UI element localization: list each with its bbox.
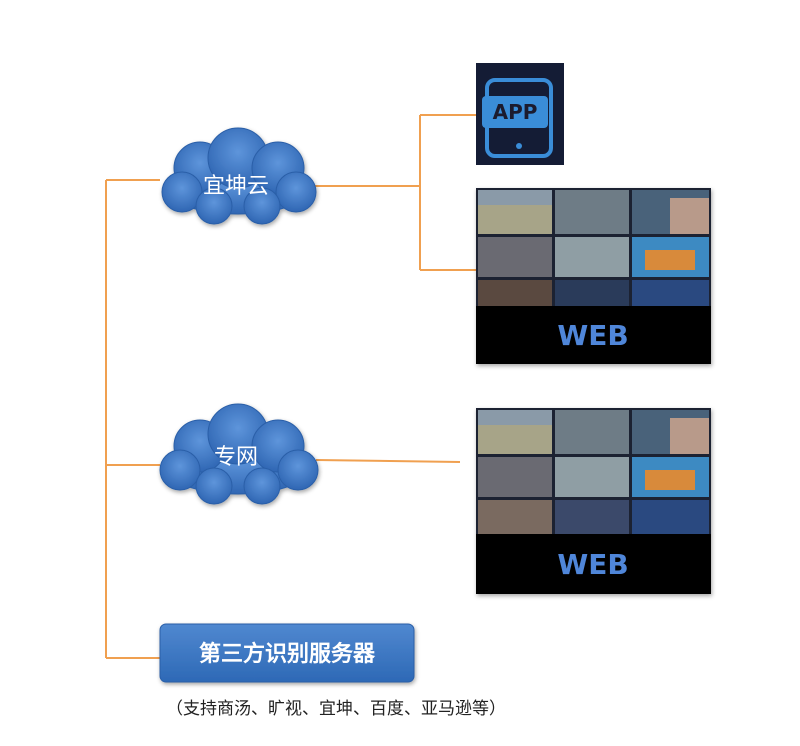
cloud-private-network: 专网 (159, 403, 319, 505)
third-party-server-box: 第三方识别服务器 (159, 623, 415, 683)
connector-lines (105, 114, 476, 659)
web-bottom-label: WEB (557, 548, 628, 581)
cloud-private-network-label: 专网 (214, 445, 258, 470)
web-top-label: WEB (557, 319, 628, 352)
web-panel-bottom: WEB (476, 408, 711, 594)
third-party-server-label: 第三方识别服务器 (199, 641, 376, 667)
app-label: APP (493, 100, 538, 124)
video-grid-bottom (478, 410, 709, 534)
web-panel-top: WEB (476, 188, 711, 364)
supported-vendors-note: （支持商汤、旷视、宜坤、百度、亚马逊等） (166, 699, 506, 719)
cloud-yikun: 宜坤云 (161, 127, 317, 225)
app-icon: APP (476, 63, 564, 165)
cloud-yikun-label: 宜坤云 (203, 174, 269, 199)
video-grid-top (478, 190, 709, 306)
